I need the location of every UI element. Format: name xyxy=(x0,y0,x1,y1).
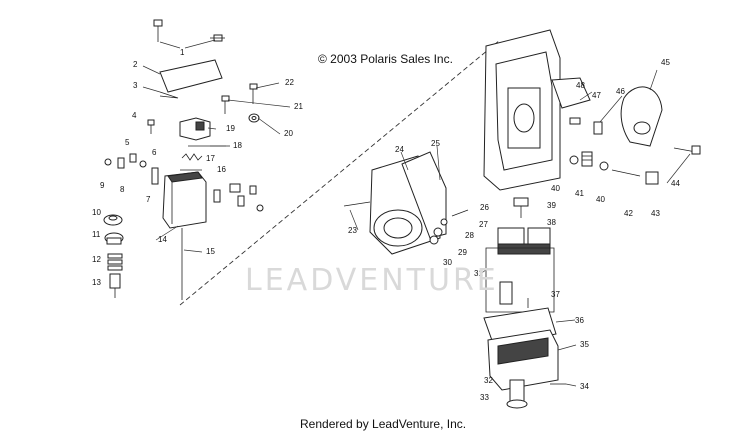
screw-42 xyxy=(611,169,641,177)
callout-12: 12 xyxy=(92,255,101,264)
callout-17: 17 xyxy=(206,154,215,163)
callout-8: 8 xyxy=(120,185,125,194)
callout-21: 21 xyxy=(294,102,303,111)
callout-40b: 40 xyxy=(596,195,605,204)
spring-12 xyxy=(107,253,123,271)
seal-33 xyxy=(506,399,528,409)
callout-2: 2 xyxy=(133,60,138,69)
callout-24: 24 xyxy=(395,145,404,154)
jet-26 xyxy=(513,197,529,207)
callout-30: 30 xyxy=(443,258,452,267)
copyright-notice: © 2003 Polaris Sales Inc. xyxy=(318,52,453,66)
callout-16: 16 xyxy=(217,165,226,174)
oring-40a xyxy=(569,155,579,165)
callout-38: 38 xyxy=(547,218,556,227)
callout-7: 7 xyxy=(146,195,151,204)
screw-1a xyxy=(153,19,163,42)
spring-41 xyxy=(581,151,593,167)
callout-4: 4 xyxy=(132,111,137,120)
float-38 xyxy=(497,227,551,255)
callout-5: 5 xyxy=(125,138,130,147)
callout-34: 34 xyxy=(580,382,589,391)
group-31 xyxy=(485,247,555,313)
callout-31: 31 xyxy=(474,269,483,278)
knob-43 xyxy=(645,171,659,185)
part-5-left xyxy=(129,153,137,163)
part-7-right xyxy=(213,189,221,203)
screw-21 xyxy=(221,95,230,114)
part-46 xyxy=(593,121,603,135)
callout-48: 48 xyxy=(576,81,585,90)
screw-22 xyxy=(249,83,258,104)
part-8-left xyxy=(117,157,125,169)
part-9-left xyxy=(104,158,112,166)
part-6-left xyxy=(139,160,147,168)
callout-37: 37 xyxy=(551,290,560,299)
washer-28 xyxy=(440,218,448,226)
callout-22: 22 xyxy=(285,78,294,87)
callout-15: 15 xyxy=(206,247,215,256)
part-7-left xyxy=(151,167,159,185)
section-divider xyxy=(179,39,501,306)
callout-44: 44 xyxy=(671,179,680,188)
screw-23 xyxy=(343,201,371,207)
render-credit: Rendered by LeadVenture, Inc. xyxy=(300,417,467,431)
oring-29 xyxy=(433,227,443,237)
callout-9: 9 xyxy=(100,181,105,190)
screw-13 xyxy=(109,273,121,298)
callout-40a: 40 xyxy=(551,184,560,193)
screw-27 xyxy=(451,209,469,217)
callout-47: 47 xyxy=(592,91,601,100)
washer-20 xyxy=(248,113,260,123)
screw-4 xyxy=(147,119,155,134)
callout-26: 26 xyxy=(480,203,489,212)
callout-29: 29 xyxy=(458,248,467,257)
callout-20: 20 xyxy=(284,129,293,138)
needle-valve xyxy=(499,281,513,305)
callout-33: 33 xyxy=(480,393,489,402)
callout-11: 11 xyxy=(92,230,101,239)
clip-3 xyxy=(159,91,179,99)
part-5-right xyxy=(249,185,257,195)
nut-10 xyxy=(103,214,123,226)
callout-46: 46 xyxy=(616,87,625,96)
callout-45: 45 xyxy=(661,58,670,67)
callout-3: 3 xyxy=(133,81,138,90)
callout-23: 23 xyxy=(348,226,357,235)
screw-1b xyxy=(210,34,225,42)
oring-40b xyxy=(599,161,609,171)
callout-1: 1 xyxy=(180,48,185,57)
watermark: LEADVENTURE xyxy=(245,263,499,298)
callout-19: 19 xyxy=(226,124,235,133)
callout-35: 35 xyxy=(580,340,589,349)
throttle-lever-45 xyxy=(620,86,663,147)
callout-28: 28 xyxy=(465,231,474,240)
part-47 xyxy=(569,117,581,125)
callout-43: 43 xyxy=(651,209,660,218)
callout-25: 25 xyxy=(431,139,440,148)
callout-27: 27 xyxy=(479,220,488,229)
part-8-right xyxy=(237,195,245,207)
callout-10: 10 xyxy=(92,208,101,217)
callout-41: 41 xyxy=(575,189,584,198)
callout-6: 6 xyxy=(152,148,157,157)
part-9-right xyxy=(256,204,264,212)
cover-plate xyxy=(159,59,223,93)
cap-11 xyxy=(104,232,124,245)
callout-42: 42 xyxy=(624,209,633,218)
callout-36: 36 xyxy=(575,316,584,325)
callout-18: 18 xyxy=(233,141,242,150)
bracket-19 xyxy=(179,117,211,141)
spring-17 xyxy=(181,153,203,161)
callout-39: 39 xyxy=(547,201,556,210)
callout-32: 32 xyxy=(484,376,493,385)
seal-30 xyxy=(429,235,439,245)
callout-13: 13 xyxy=(92,278,101,287)
callout-14: 14 xyxy=(158,235,167,244)
part-6-right xyxy=(229,183,241,193)
plate-25 xyxy=(401,151,447,239)
